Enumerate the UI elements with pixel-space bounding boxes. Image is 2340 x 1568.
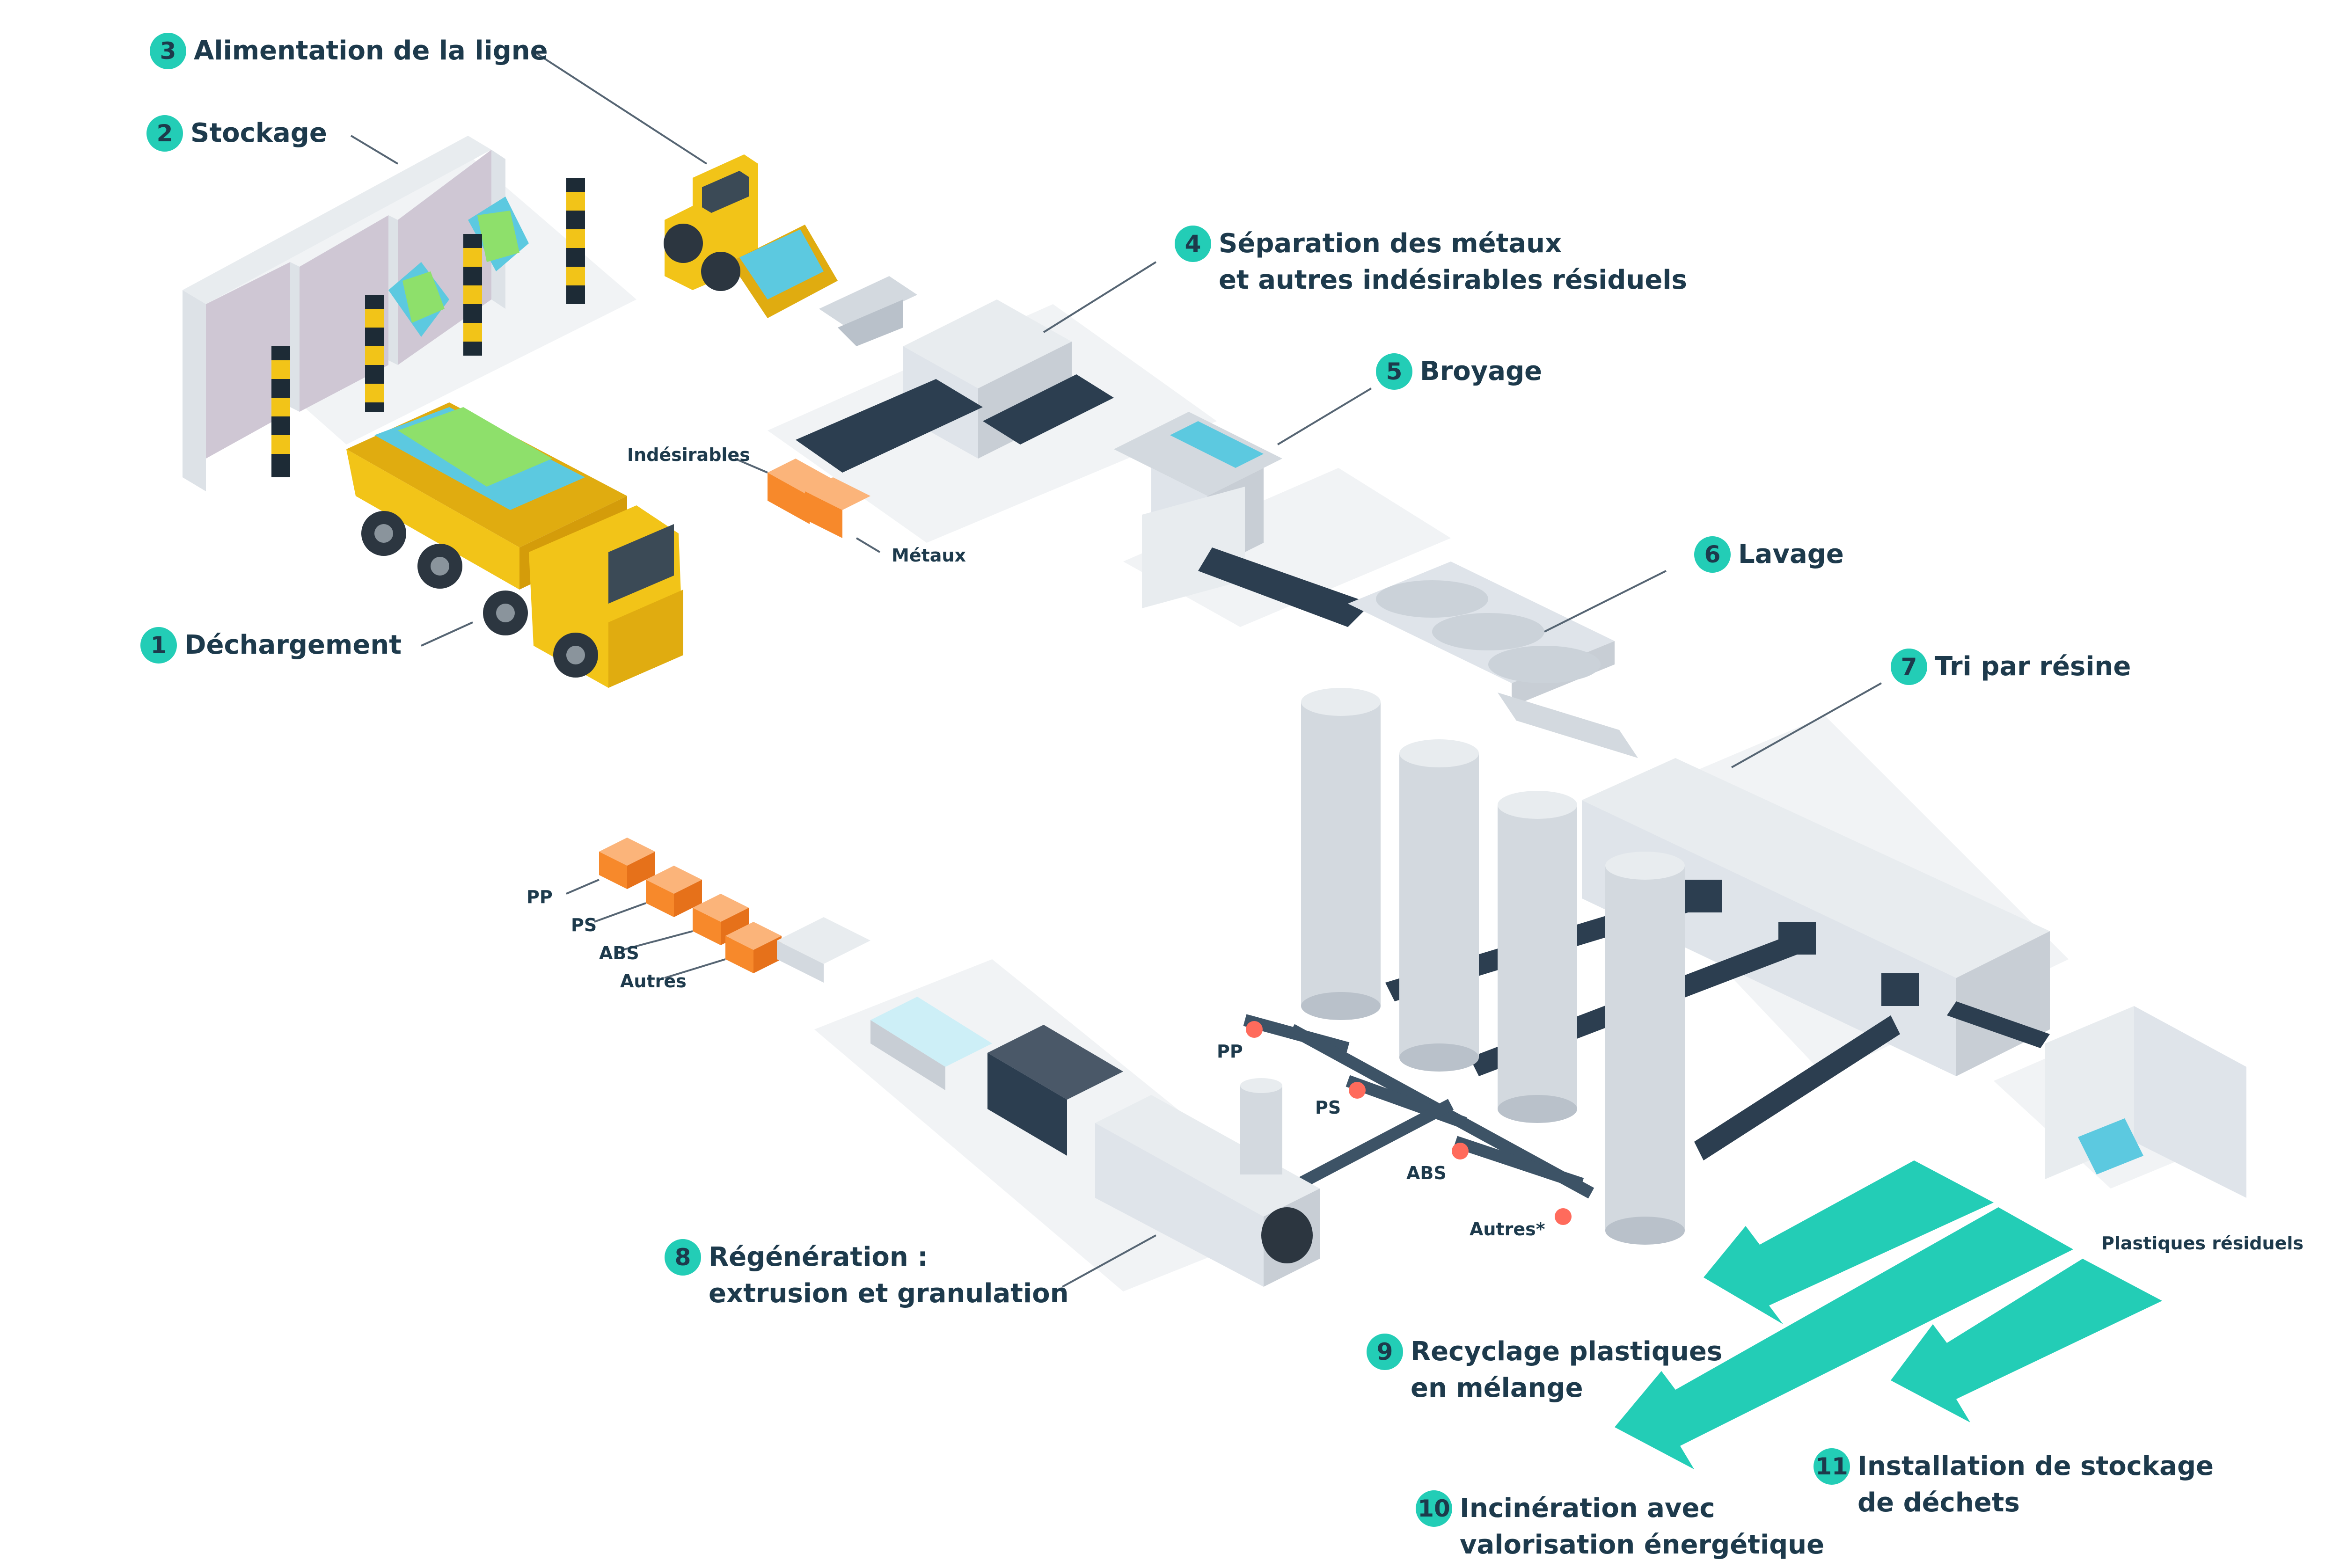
step-4-badge: 4 — [1175, 226, 1211, 262]
step-6-lavage: 6 Lavage — [1694, 536, 1844, 573]
step-10-line-1: Incinération avec — [1460, 1493, 1715, 1524]
arrow-incineration — [1615, 1207, 2073, 1469]
step-2-stockage: 2 Stockage — [146, 115, 327, 152]
step-10-badge: 10 — [1416, 1490, 1452, 1527]
step-11-line-1: Installation de stockage — [1857, 1451, 2214, 1481]
arrow-recyclage — [1704, 1160, 1994, 1324]
step-4-line-1: Séparation des métaux — [1219, 228, 1562, 259]
step-9-label: Recyclage plastiques en mélange — [1411, 1334, 1722, 1407]
destination-arrows — [1615, 1160, 2162, 1469]
washing-unit — [1348, 562, 1638, 758]
wheel-loader — [664, 154, 838, 318]
step-2-label: Stockage — [190, 118, 327, 148]
dump-truck — [346, 402, 683, 688]
extruder — [870, 997, 1320, 1287]
waste-piles — [388, 197, 529, 337]
step-11-stockage-dechets: 11 Installation de stockage de déchets — [1814, 1448, 2214, 1521]
step-10-line-2: valorisation énergétique — [1460, 1530, 1825, 1560]
step-3-label: Alimentation de la ligne — [194, 36, 548, 66]
label-plastiques-residuels: Plastiques résiduels — [2101, 1233, 2304, 1254]
step-4-line-2: et autres indésirables résiduels — [1219, 265, 1687, 295]
shredder — [1114, 412, 1371, 627]
step-11-label: Installation de stockage de déchets — [1857, 1448, 2214, 1521]
silos — [1301, 688, 1685, 1245]
label-metaux: Métaux — [892, 545, 966, 566]
step-5-broyage: 5 Broyage — [1376, 353, 1542, 390]
step-8-regeneration: 8 Régénération : extrusion et granulatio… — [665, 1239, 1068, 1312]
label-valve-pp: PP — [1217, 1041, 1243, 1062]
hazard-posts — [271, 178, 585, 477]
pipe-network — [1243, 1014, 1594, 1208]
step-10-label: Incinération avec valorisation énergétiq… — [1460, 1490, 1824, 1563]
step-1-badge: 1 — [140, 627, 177, 664]
step-9-line-1: Recyclage plastiques — [1411, 1336, 1723, 1367]
label-output-pp: PP — [526, 887, 553, 907]
step-2-badge: 2 — [146, 115, 183, 152]
step-9-recyclage: 9 Recyclage plastiques en mélange — [1367, 1334, 1722, 1407]
step-9-line-2: en mélange — [1411, 1373, 1583, 1403]
separation-machine — [796, 276, 1114, 473]
crates-indesirables-metaux — [768, 459, 870, 538]
step-8-line-2: extrusion et granulation — [709, 1278, 1069, 1309]
step-7-tri-resine: 7 Tri par résine — [1891, 649, 2131, 685]
label-indesirables: Indésirables — [627, 445, 750, 465]
label-valve-autres: Autres* — [1470, 1219, 1545, 1240]
valves — [1246, 1021, 1572, 1225]
step-5-label: Broyage — [1420, 356, 1543, 387]
leader-lines — [350, 51, 1882, 1288]
step-1-label: Déchargement — [184, 630, 402, 660]
step-8-badge: 8 — [665, 1239, 701, 1276]
step-7-label: Tri par résine — [1935, 651, 2131, 682]
arrow-stockage — [1891, 1259, 2162, 1422]
label-output-autres: Autres — [620, 971, 687, 992]
step-8-label: Régénération : extrusion et granulation — [709, 1239, 1068, 1312]
step-11-badge: 11 — [1814, 1448, 1850, 1485]
floor-shadows — [183, 154, 2246, 1291]
step-3-alimentation: 3 Alimentation de la ligne — [150, 33, 548, 69]
output-crates — [599, 838, 870, 983]
step-6-badge: 6 — [1694, 536, 1731, 573]
label-valve-ps: PS — [1315, 1097, 1341, 1118]
step-4-label: Séparation des métaux et autres indésira… — [1219, 226, 1687, 299]
step-7-badge: 7 — [1891, 649, 1927, 685]
step-1-dechargement: 1 Déchargement — [140, 627, 402, 664]
step-8-line-1: Régénération : — [709, 1242, 928, 1272]
step-10-incineration: 10 Incinération avec valorisation énergé… — [1416, 1490, 1824, 1563]
step-9-badge: 9 — [1367, 1334, 1403, 1370]
step-6-label: Lavage — [1738, 539, 1844, 569]
step-4-separation: 4 Séparation des métaux et autres indési… — [1175, 226, 1687, 299]
label-valve-abs: ABS — [1406, 1163, 1447, 1183]
step-11-line-2: de déchets — [1857, 1488, 2020, 1518]
step-3-badge: 3 — [150, 33, 186, 69]
label-output-abs: ABS — [599, 943, 639, 963]
label-output-ps: PS — [571, 915, 597, 935]
residual-bin — [2045, 1006, 2246, 1198]
step-5-badge: 5 — [1376, 353, 1412, 390]
